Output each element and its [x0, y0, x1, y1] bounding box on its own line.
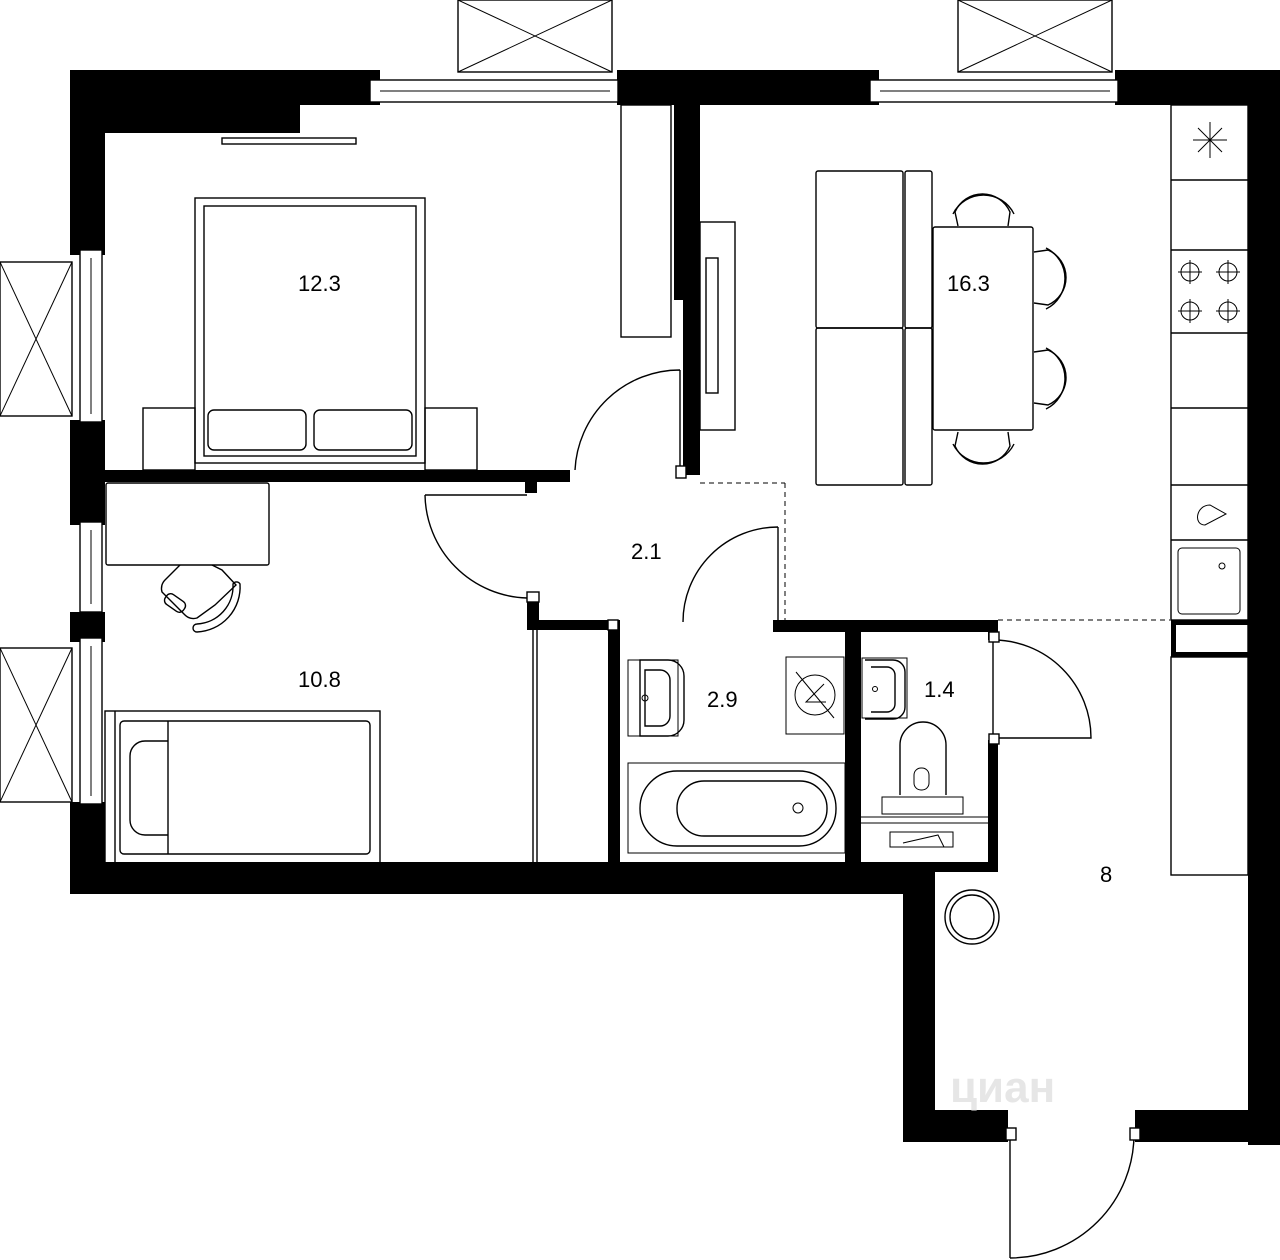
fridge-icon — [1193, 122, 1227, 158]
room-labels: 12.3 16.3 2.1 10.8 2.9 1.4 8 — [298, 271, 1112, 887]
bedroom-1-furniture — [142, 104, 736, 471]
chair-icon-right-1 — [1033, 247, 1067, 310]
exterior-walls — [70, 70, 1280, 1145]
wardrobe-icon — [620, 104, 672, 338]
chair-icon-bottom — [952, 431, 1015, 465]
desk-icon — [105, 482, 270, 566]
kitchen-sink-icon — [1177, 547, 1241, 615]
kitchen-counter — [1170, 104, 1249, 621]
room-area-hallway-small: 2.1 — [631, 539, 662, 564]
room-area-bathroom: 2.9 — [707, 687, 738, 712]
bedroom-2-furniture — [104, 482, 538, 865]
room-area-living-kitchen: 16.3 — [947, 271, 990, 296]
interior-walls — [105, 105, 998, 872]
windows — [0, 0, 1119, 805]
hall-wardrobe-icon — [1170, 656, 1249, 876]
chair-icon-right-2 — [1033, 347, 1067, 410]
dining-table-icon — [932, 226, 1034, 431]
flush-plate-icon — [889, 831, 954, 848]
double-bed-icon — [142, 197, 478, 471]
round-table-icon — [944, 889, 1000, 945]
air-conditioner-icon — [221, 137, 357, 145]
bathroom-furniture — [627, 656, 846, 854]
living-furniture — [815, 104, 1249, 876]
room-area-bedroom-1: 12.3 — [298, 271, 341, 296]
small-washbasin-icon — [861, 657, 908, 720]
washing-machine-icon — [785, 656, 845, 735]
stove-icon — [1178, 260, 1240, 323]
single-bed-icon — [104, 710, 381, 865]
entrance-furniture — [944, 889, 1000, 945]
chair-icon-top — [952, 193, 1015, 227]
doors — [424, 369, 1141, 1259]
watermark: циан — [950, 1063, 1055, 1112]
toilet-icon — [881, 721, 964, 815]
bathtub-icon — [627, 762, 846, 854]
room-area-entrance-hall: 8 — [1100, 862, 1112, 887]
bedroom-2-wardrobe-icon — [532, 630, 538, 862]
room-area-toilet: 1.4 — [924, 677, 955, 702]
sofa-icon — [815, 170, 933, 486]
room-area-bedroom-2: 10.8 — [298, 667, 341, 692]
office-chair-icon — [160, 564, 241, 633]
toilet-furniture — [861, 657, 988, 848]
zone-boundaries — [700, 482, 1170, 621]
faucet-icon — [1197, 504, 1228, 526]
washbasin-icon — [627, 659, 685, 737]
tv-icon — [699, 221, 736, 431]
